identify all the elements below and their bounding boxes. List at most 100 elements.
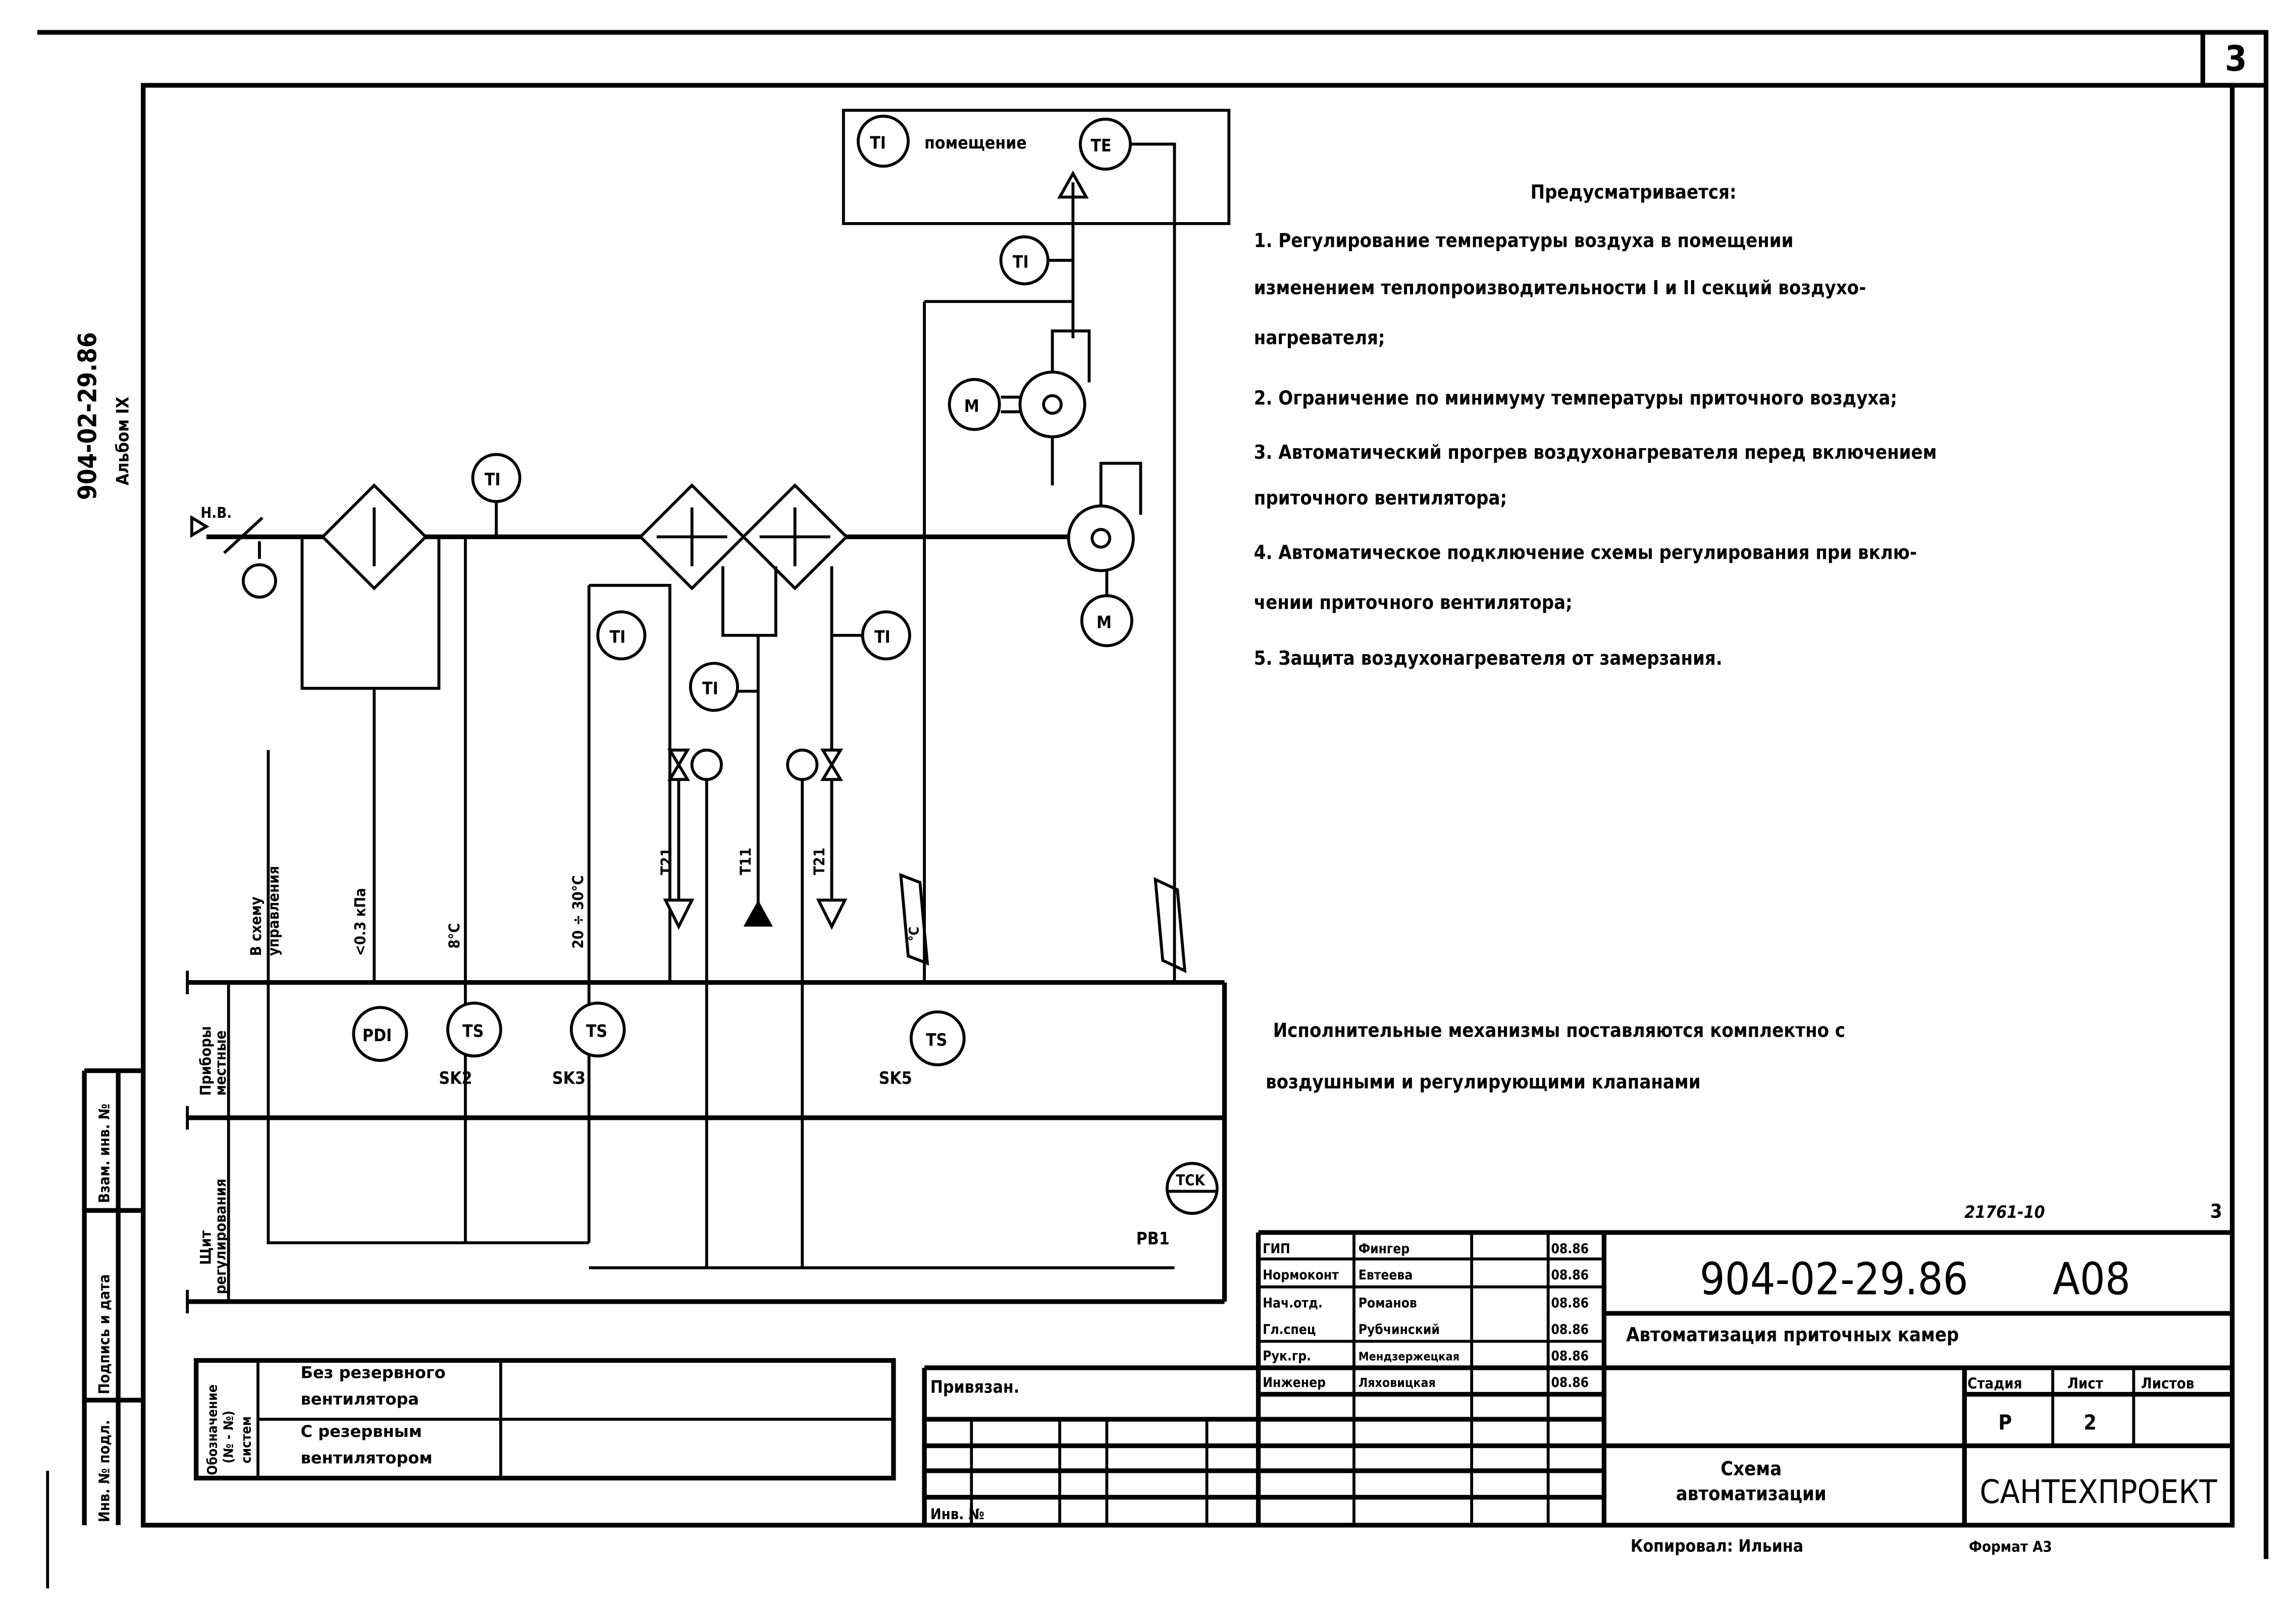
systems-table: Обозначение (№ - №) систем Без резервног… <box>193 1358 896 1481</box>
sheet-frame: 3 <box>37 30 2269 1589</box>
svg-text:08.86: 08.86 <box>1551 1268 1589 1283</box>
svg-text:Гл.спец: Гл.спец <box>1263 1322 1316 1337</box>
notes-heading: Предусматривается: <box>1531 181 1737 203</box>
valve-1 <box>667 748 691 781</box>
svg-text:Инженер: Инженер <box>1263 1375 1326 1390</box>
signature-date-label: Подпись и дата <box>96 1274 113 1395</box>
process-diagram: TI помещение TE TI M M Н.В. TI TI TI TI … <box>186 109 1231 1314</box>
drawing-name: Схема <box>1720 1458 1782 1480</box>
svg-text:местные: местные <box>212 1031 229 1096</box>
svg-text:08.86: 08.86 <box>1551 1296 1589 1311</box>
svg-text:Рубчинский: Рубчинский <box>1359 1322 1440 1337</box>
svg-text:PDI: PDI <box>362 1026 392 1045</box>
svg-text:регулирования: регулирования <box>212 1178 229 1294</box>
left-strip: Инв. № подл. Подпись и дата Взам. инв. № <box>82 1068 143 1525</box>
control-panel-label: Щит <box>197 1230 215 1265</box>
archive-number: 21761-10 <box>1964 1202 2045 1222</box>
svg-text:Мендзержецкая: Мендзержецкая <box>1359 1350 1459 1364</box>
svg-text:°С: °С <box>907 927 922 941</box>
svg-text:автоматизации: автоматизации <box>1676 1482 1827 1505</box>
ts-device-sk2 <box>446 1001 502 1058</box>
return-water-arrow-2 <box>816 898 848 930</box>
pressure-gauge <box>1154 877 1187 974</box>
svg-text:Романов: Романов <box>1359 1296 1417 1311</box>
svg-text:TS: TS <box>462 1021 484 1041</box>
ti-return: TI <box>874 627 891 647</box>
tck-controller <box>1165 1162 1219 1215</box>
valve-actuator-1 <box>690 748 723 781</box>
svg-text:ГИП: ГИП <box>1263 1242 1290 1257</box>
ti-room-instrument <box>857 115 910 168</box>
ti-after-filter: TI <box>485 470 501 490</box>
inv-podl-label: Инв. № подл. <box>96 1420 113 1522</box>
svg-text:Ляховицкая: Ляховицкая <box>1359 1375 1436 1390</box>
remark-line: воздушными и регулирующими клапанами <box>1266 1070 1700 1093</box>
motor-2 <box>1080 594 1133 648</box>
copied-by: Копировал: Ильина <box>1631 1536 1803 1556</box>
svg-text:Стадия: Стадия <box>1967 1375 2022 1392</box>
album-code: 904-02-29.86 <box>73 332 102 500</box>
svg-text:управления: управления <box>265 866 282 956</box>
organization: САНТЕХПРОЕКТ <box>1979 1474 2217 1511</box>
svg-text:Инв. №: Инв. № <box>930 1506 984 1523</box>
room-label: помещение <box>924 133 1027 152</box>
svg-text:Т21: Т21 <box>811 848 828 875</box>
svg-text:08.86: 08.86 <box>1551 1242 1589 1257</box>
svg-text:Привязан.: Привязан. <box>930 1377 1019 1397</box>
format-label: Формат А3 <box>1969 1538 2052 1555</box>
svg-text:Т11: Т11 <box>737 848 754 875</box>
outdoor-air-label: Н.В. <box>200 504 232 521</box>
note-line: 2. Ограничение по минимуму температуры п… <box>1254 387 1897 409</box>
svg-text:08.86: 08.86 <box>1551 1375 1589 1390</box>
svg-text:Листов: Листов <box>2141 1375 2194 1392</box>
to-control-label: В схему <box>247 896 265 956</box>
svg-text:Нач.отд.: Нач.отд. <box>1263 1296 1323 1311</box>
album-label: 904-02-29.86 Альбом IX <box>73 332 132 500</box>
document-code: 904-02-29.86 <box>1700 1253 1968 1305</box>
svg-text:Фингер: Фингер <box>1359 1242 1410 1257</box>
frost-setpoint: 8°С <box>446 923 463 949</box>
sk5-label: SK5 <box>879 1068 912 1088</box>
project-title: Автоматизация приточных камер <box>1626 1324 1959 1346</box>
vzam-inv-label: Взам. инв. № <box>96 1104 113 1203</box>
supply-water-arrow <box>743 900 773 927</box>
svg-text:M: M <box>964 396 979 416</box>
signature-rows: ГИП Фингер 08.86 Нормоконт Евтеева 08.86 Нач… <box>1263 1242 1589 1390</box>
notes: Предусматривается: 1. Регулирование темп… <box>1254 181 1937 1093</box>
svg-text:(№ - №): (№ - №) <box>221 1411 236 1464</box>
svg-text:08.86: 08.86 <box>1551 1349 1589 1364</box>
svg-text:Евтеева: Евтеева <box>1359 1268 1413 1283</box>
note-line: 4. Автоматическое подключение схемы регу… <box>1254 541 1917 563</box>
ts-device-sk3 <box>569 1001 626 1058</box>
note-line: изменением теплопроизводительности I и I… <box>1254 277 1866 299</box>
album-number: Альбом IX <box>113 397 133 486</box>
svg-text:08.86: 08.86 <box>1551 1322 1589 1337</box>
note-line: 1. Регулирование температуры воздуха в п… <box>1254 230 1794 252</box>
remark-line: Исполнительные механизмы поставляются ко… <box>1273 1019 1845 1041</box>
ti-heater-2: TI <box>702 678 718 698</box>
note-line: 5. Защита воздухонагревателя от замерзан… <box>1254 647 1723 669</box>
motor-1 <box>948 378 1001 431</box>
valve-2 <box>820 748 844 781</box>
svg-text:M: M <box>1097 612 1112 632</box>
note-line: нагревателя; <box>1254 327 1385 349</box>
sk3-label: SK3 <box>552 1068 586 1088</box>
svg-text:Рук.гр.: Рук.гр. <box>1263 1349 1311 1364</box>
note-line: чении приточного вентилятора; <box>1254 591 1573 613</box>
svg-text:систем: систем <box>239 1416 254 1463</box>
system-no-reserve: Без резервного вентилятора <box>300 1363 446 1409</box>
return-water-arrow <box>663 898 695 930</box>
temp-setpoint: 20 ÷ 30°С <box>569 875 587 948</box>
local-devices-label: Приборы <box>197 1026 215 1096</box>
document-mark: А08 <box>2053 1253 2130 1305</box>
ts-device-sk5 <box>909 1010 966 1066</box>
pressure-setpoint: <0.3 кПа <box>352 888 369 956</box>
svg-text:TE: TE <box>1090 136 1111 155</box>
svg-text:TS: TS <box>586 1021 607 1041</box>
svg-text:Нормоконт: Нормоконт <box>1263 1268 1339 1283</box>
svg-text:Т21: Т21 <box>658 848 675 875</box>
sheet-number: 3 <box>2225 38 2247 79</box>
valve-actuator-2 <box>786 748 819 781</box>
